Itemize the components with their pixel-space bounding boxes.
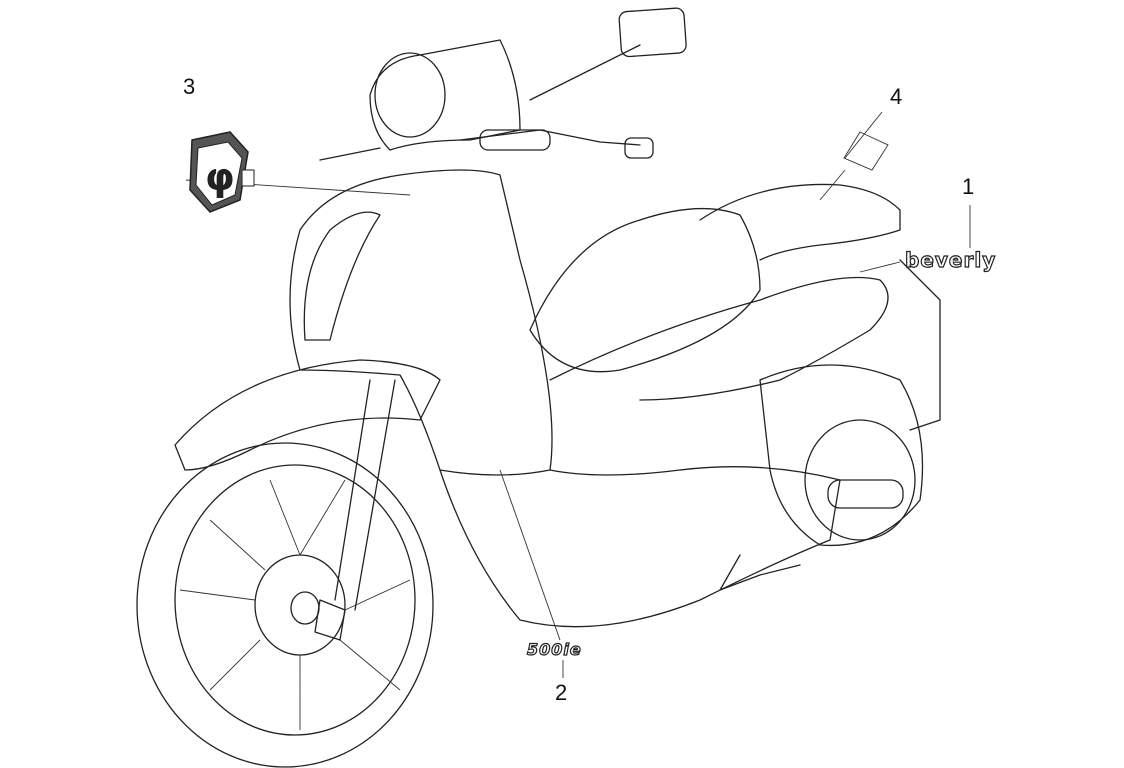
exhaust xyxy=(827,479,904,509)
handlebar xyxy=(319,129,641,161)
callout-1: 1 xyxy=(962,174,975,199)
mirror-stem xyxy=(529,44,641,101)
bar-end xyxy=(624,137,654,159)
right-grip xyxy=(479,129,551,151)
beverly-badge: beverly xyxy=(904,247,997,272)
front-fork xyxy=(314,379,396,641)
callout-3: 3 xyxy=(183,74,196,99)
side-stand xyxy=(719,554,801,591)
piaggio-emblem-icon: φ xyxy=(189,131,255,213)
seat-front xyxy=(529,207,761,373)
mirror xyxy=(618,7,687,58)
callout-2: 2 xyxy=(555,680,568,705)
front-body xyxy=(289,169,553,476)
floor-panel xyxy=(439,466,841,628)
front-grille xyxy=(303,211,381,341)
callout-4: 4 xyxy=(890,84,903,109)
front-fender xyxy=(174,359,441,471)
rear-mudguard xyxy=(899,259,941,431)
svg-text:φ: φ xyxy=(205,155,235,199)
seat-rear xyxy=(699,183,901,261)
500ie-badge: 500ie xyxy=(526,639,582,659)
front-wheel xyxy=(136,442,434,768)
rear-wheel xyxy=(804,419,916,541)
engine-case xyxy=(759,364,924,547)
rear-body xyxy=(549,276,889,401)
leader-lines xyxy=(185,111,971,678)
headlight xyxy=(374,52,446,138)
